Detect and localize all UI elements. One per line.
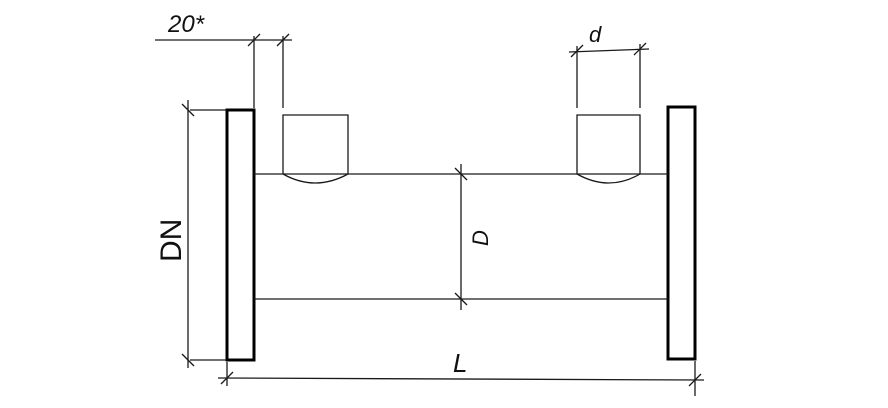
dimension-dn <box>181 100 226 368</box>
length-label: L <box>453 348 467 378</box>
left-flange <box>225 108 256 362</box>
left-socket <box>282 114 349 184</box>
tolerance-label: 20* <box>167 11 205 38</box>
right-flange <box>666 105 697 361</box>
socket-diameter-label: d <box>589 22 602 47</box>
dimension-d <box>568 42 650 108</box>
dimension-pipe-d <box>454 164 468 310</box>
right-socket <box>576 114 641 184</box>
pipe-diameter-label: D <box>468 230 493 246</box>
dimension-20 <box>155 33 292 108</box>
nominal-diameter-label: DN <box>155 219 188 262</box>
dimension-l <box>217 361 705 396</box>
